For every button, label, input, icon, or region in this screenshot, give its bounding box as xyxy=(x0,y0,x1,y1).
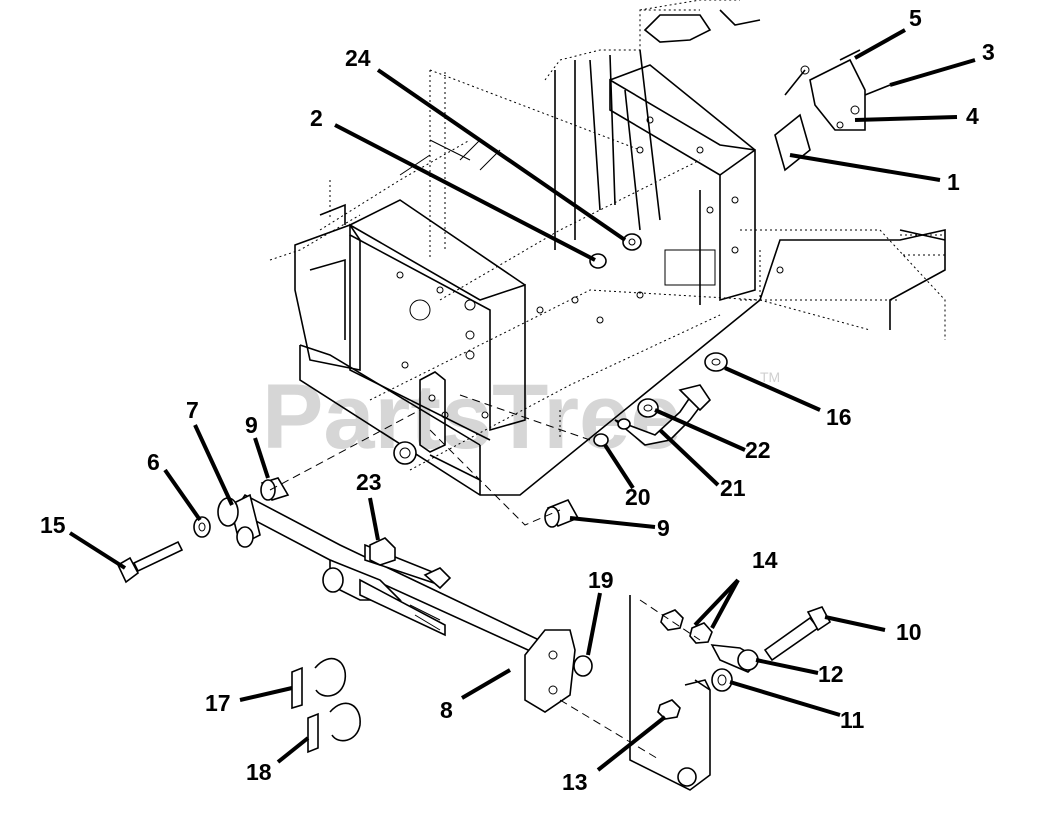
callout-10: 10 xyxy=(896,619,922,645)
watermark-trademark: TM xyxy=(760,369,780,385)
callout-9-upper: 9 xyxy=(245,412,258,438)
callout-12: 12 xyxy=(818,661,844,687)
callout-17: 17 xyxy=(205,690,231,716)
hardware-parts xyxy=(116,233,832,791)
frame-assembly xyxy=(294,9,946,496)
callout-7: 7 xyxy=(186,397,199,423)
callout-20: 20 xyxy=(625,484,651,510)
callout-14: 14 xyxy=(752,547,778,573)
callout-5: 5 xyxy=(909,5,922,31)
callout-16: 16 xyxy=(826,404,852,430)
frame-phantom-lines xyxy=(269,0,946,471)
hydraulic-cylinder xyxy=(217,493,576,713)
callout-6: 6 xyxy=(147,449,160,475)
callout-19: 19 xyxy=(588,567,614,593)
callout-21: 21 xyxy=(720,475,746,501)
callout-23: 23 xyxy=(356,469,382,495)
callout-8: 8 xyxy=(440,697,453,723)
callout-18: 18 xyxy=(246,759,272,785)
callout-labels: 1 2 3 4 5 6 7 8 9 9 10 11 12 13 14 15 16… xyxy=(40,5,995,795)
callout-13: 13 xyxy=(562,769,588,795)
callout-9-lower: 9 xyxy=(657,515,670,541)
callout-22: 22 xyxy=(745,437,771,463)
callout-15: 15 xyxy=(40,512,66,538)
watermark-text: PartsTree xyxy=(262,366,681,468)
callout-3: 3 xyxy=(982,39,995,65)
callout-4: 4 xyxy=(966,103,979,129)
alignment-lines xyxy=(269,394,701,761)
callout-11: 11 xyxy=(840,707,865,733)
leader-lines xyxy=(68,28,976,772)
callout-2: 2 xyxy=(310,105,323,131)
valve-assembly xyxy=(774,49,891,172)
callout-24: 24 xyxy=(345,45,371,71)
callout-1: 1 xyxy=(947,169,960,195)
